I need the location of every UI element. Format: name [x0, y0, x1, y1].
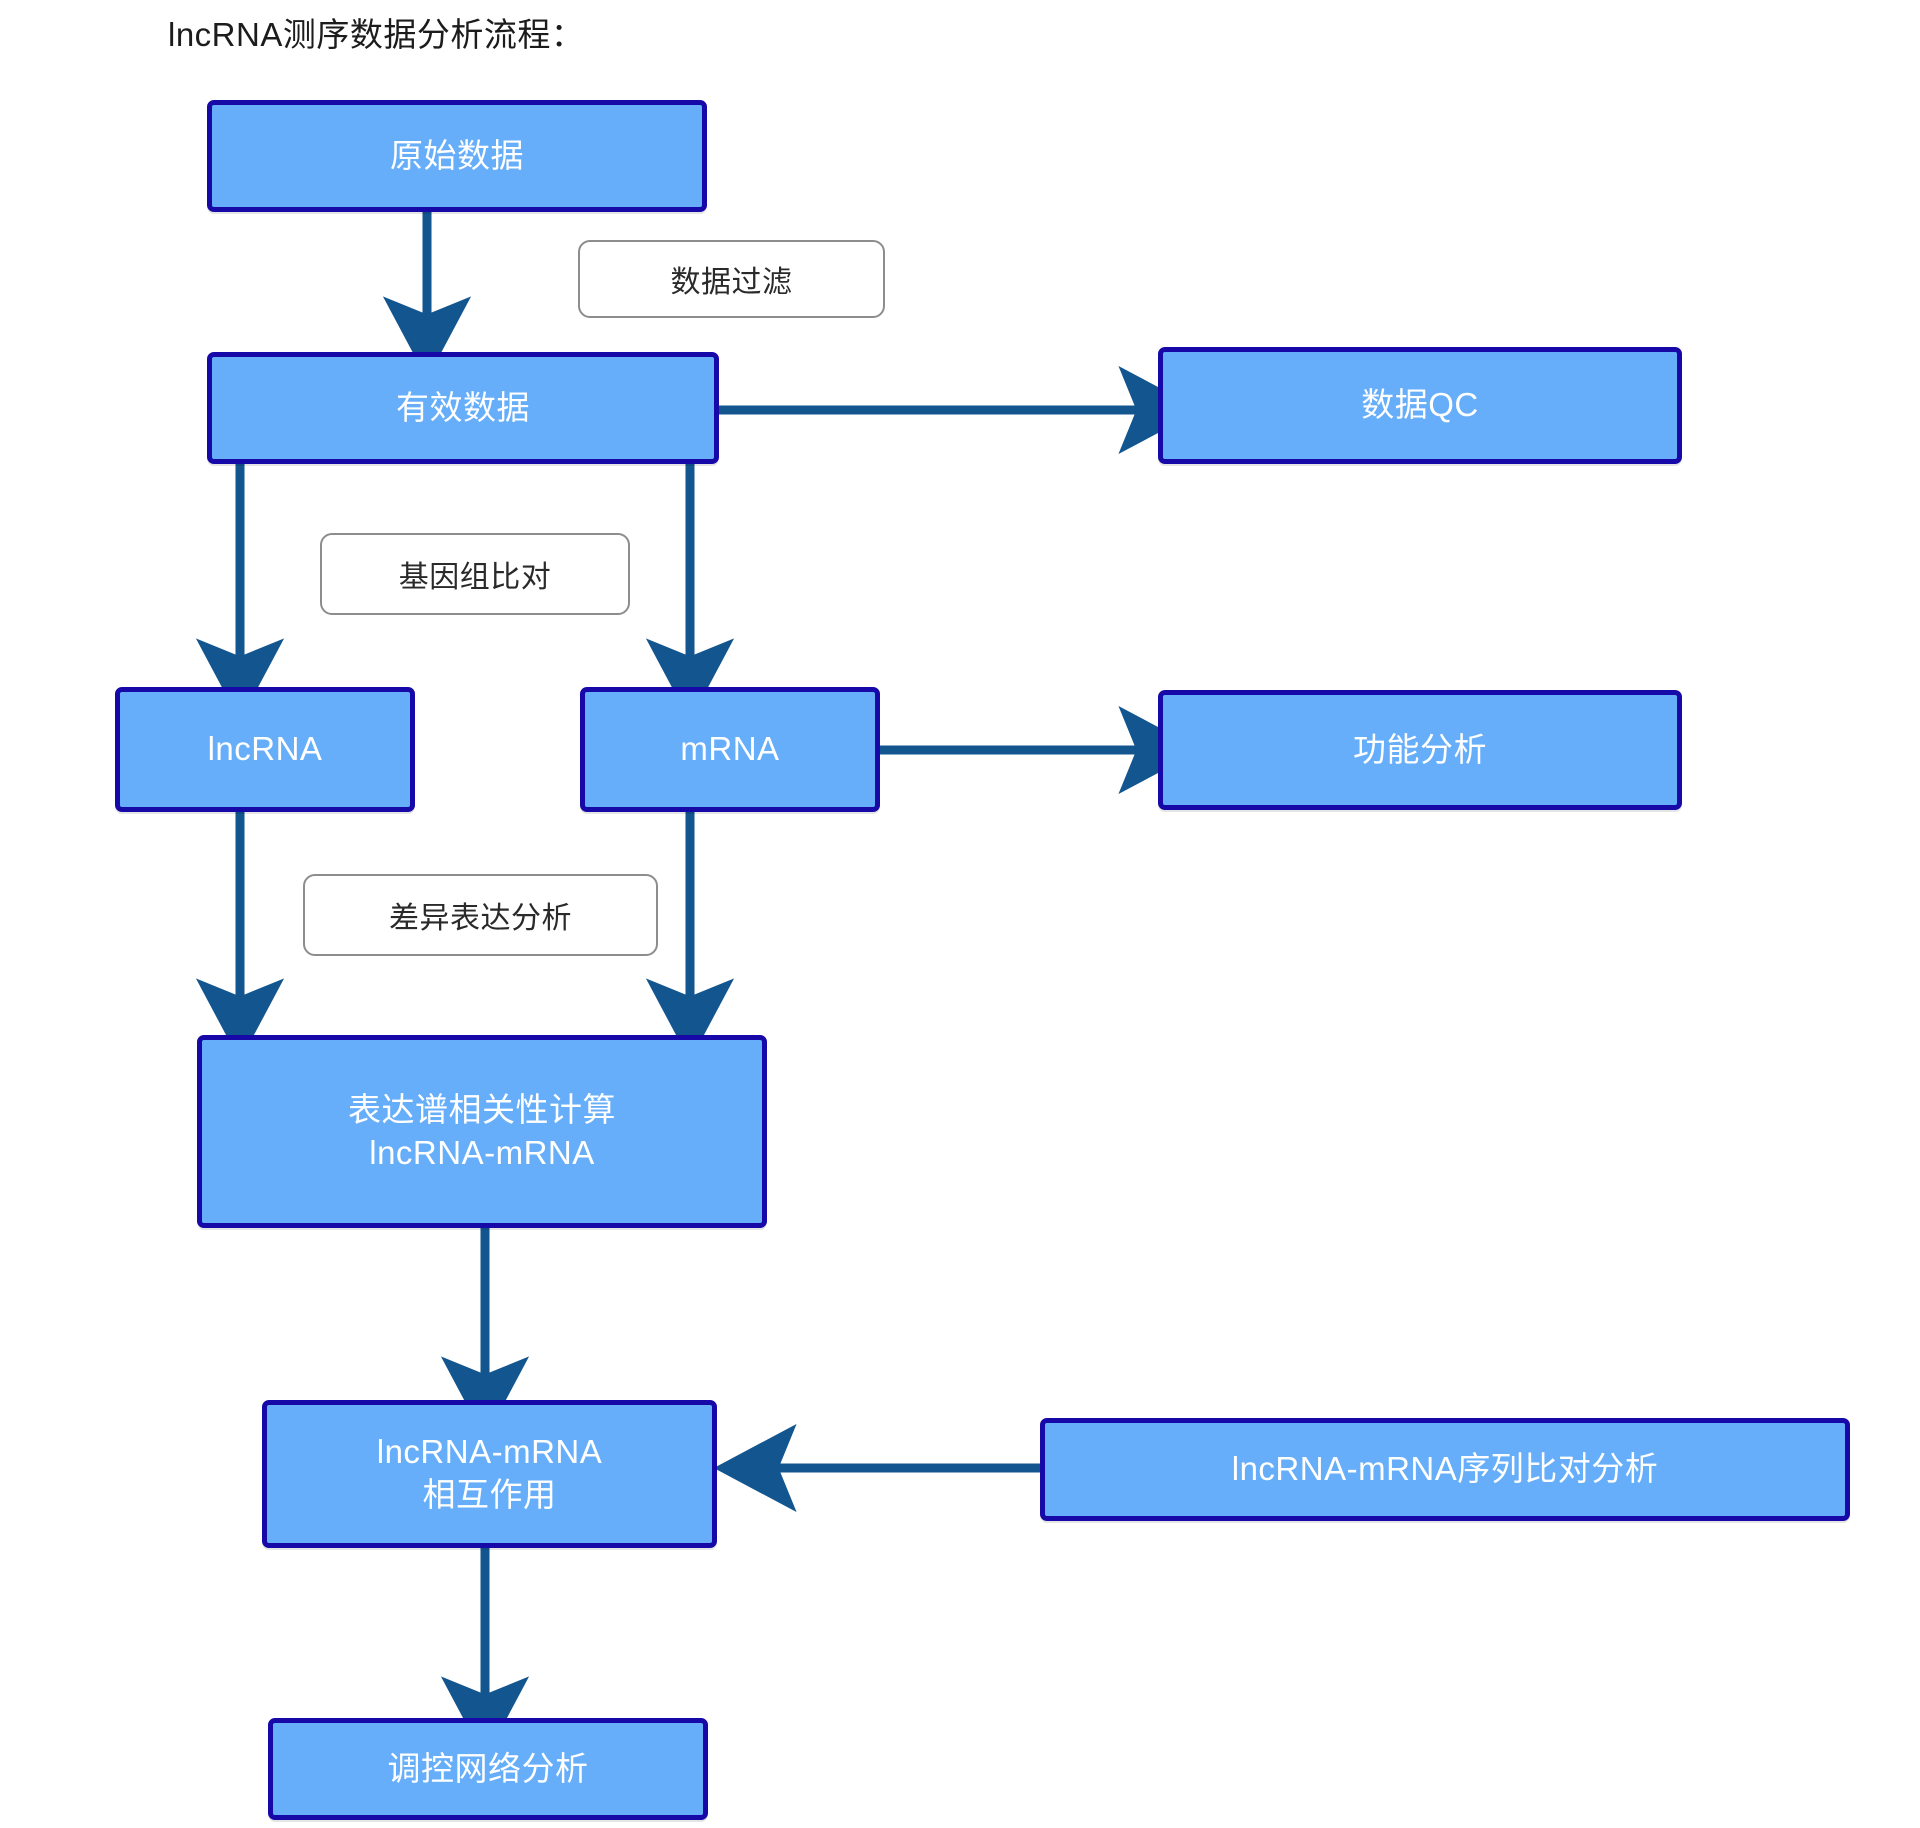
- node-mrna[interactable]: mRNA: [580, 687, 880, 812]
- node-interaction-line2: 相互作用: [422, 1476, 557, 1513]
- node-seq-alignment[interactable]: lncRNA-mRNA序列比对分析: [1040, 1418, 1850, 1521]
- node-interaction-line1: lncRNA-mRNA: [376, 1433, 603, 1471]
- edge-label-data-filter: 数据过滤: [578, 240, 885, 318]
- node-raw-data[interactable]: 原始数据: [207, 100, 707, 212]
- node-correlation-line1: 表达谱相关性计算: [348, 1090, 616, 1128]
- edge-label-differential-expression: 差异表达分析: [303, 874, 658, 956]
- edge-label-differential-expression-text: 差异表达分析: [389, 902, 572, 935]
- node-lncrna[interactable]: lncRNA: [115, 687, 415, 812]
- node-data-qc[interactable]: 数据QC: [1158, 347, 1682, 464]
- node-data-qc-label: 数据QC: [1361, 386, 1479, 424]
- node-network-analysis-label: 调控网络分析: [387, 1749, 589, 1787]
- node-lncrna-label: lncRNA: [207, 730, 323, 768]
- edge-label-data-filter-text: 数据过滤: [670, 266, 793, 299]
- edge-label-genome-alignment-text: 基因组比对: [398, 561, 552, 594]
- page-title: lncRNA测序数据分析流程：: [168, 16, 585, 53]
- node-clean-data[interactable]: 有效数据: [207, 352, 719, 464]
- node-mrna-label: mRNA: [680, 730, 780, 768]
- node-correlation[interactable]: 表达谱相关性计算 lncRNA-mRNA: [197, 1035, 767, 1228]
- edge-label-genome-alignment: 基因组比对: [320, 533, 630, 615]
- node-function-analysis-label: 功能分析: [1353, 730, 1487, 768]
- node-network-analysis[interactable]: 调控网络分析: [268, 1718, 708, 1820]
- node-clean-data-label: 有效数据: [396, 388, 530, 426]
- node-raw-data-label: 原始数据: [390, 136, 524, 174]
- node-interaction[interactable]: lncRNA-mRNA 相互作用: [262, 1400, 717, 1548]
- node-correlation-line2: lncRNA-mRNA: [369, 1133, 595, 1171]
- node-seq-alignment-label: lncRNA-mRNA序列比对分析: [1231, 1450, 1659, 1488]
- node-function-analysis[interactable]: 功能分析: [1158, 690, 1682, 810]
